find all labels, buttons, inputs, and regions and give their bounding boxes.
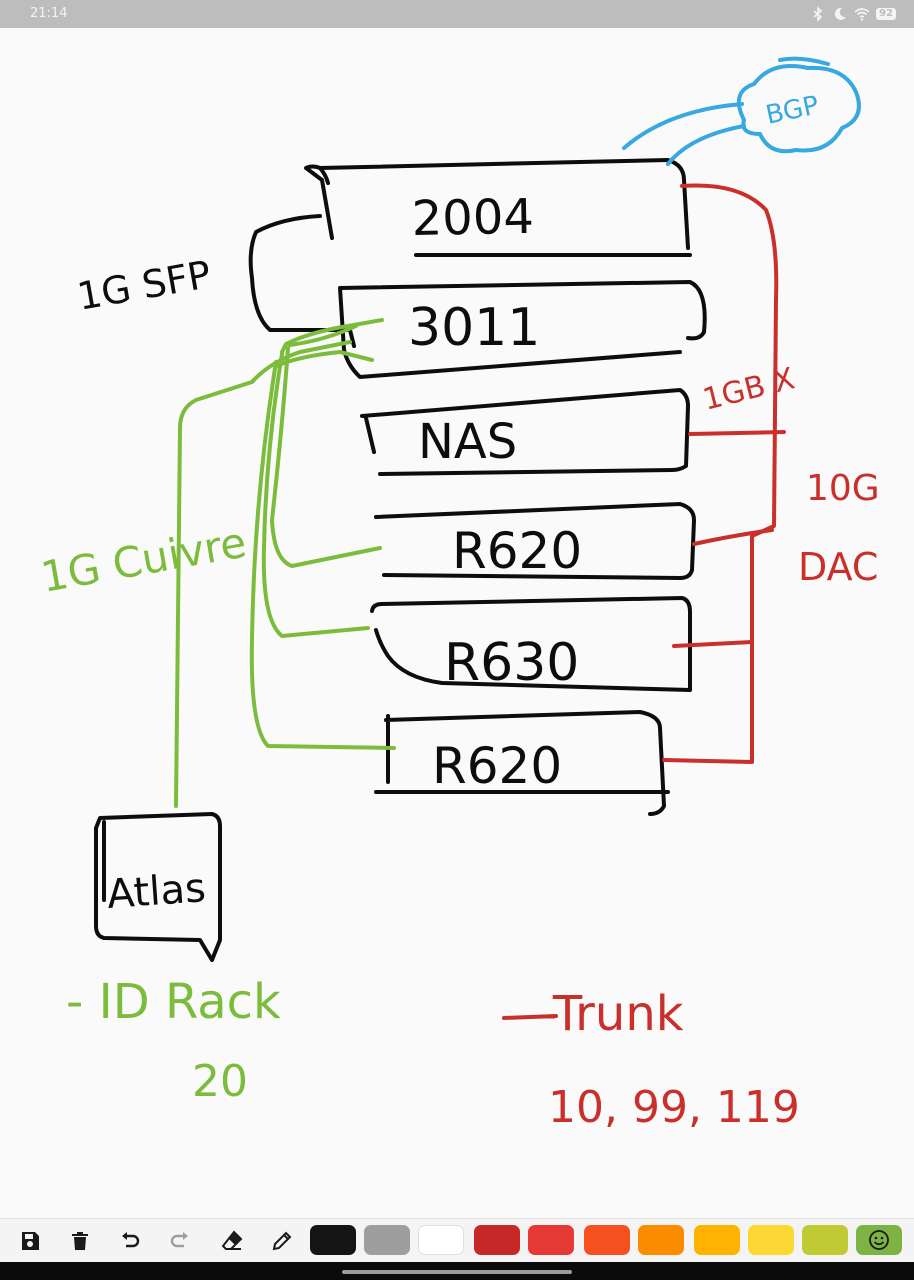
eraser-button[interactable] (216, 1225, 248, 1257)
emoji-smiley-icon (869, 1230, 889, 1250)
label-10g: 10G (806, 468, 880, 509)
device-box-r630 (370, 596, 692, 692)
device-box-2004 (304, 158, 690, 250)
green-links: 1G Cuivre (37, 318, 396, 808)
green-notes: - ID Rack 20 (66, 974, 281, 1107)
color-swatch-green[interactable] (856, 1225, 902, 1255)
device-label-r620-a: R620 (452, 522, 582, 580)
trash-icon (72, 1232, 88, 1250)
ink-layer[interactable]: 2004 3011 NAS R620 R630 R620 1G SFP BGP (0, 28, 914, 1218)
atlas-box: Atlas (94, 812, 222, 962)
color-swatch-amber[interactable] (694, 1225, 740, 1255)
device-label-r620-b: R620 (432, 737, 562, 795)
device-label-3011: 3011 (408, 298, 540, 358)
status-time: 21:14 (30, 6, 68, 21)
red-links (502, 183, 786, 1020)
redo-icon (170, 1232, 188, 1248)
bluetooth-icon (813, 6, 823, 22)
undo-icon (122, 1232, 140, 1248)
status-bar: 21:14 92 (0, 0, 914, 28)
device-label-nas: NAS (418, 414, 517, 470)
color-swatch-yellow[interactable] (748, 1225, 794, 1255)
color-swatch-white[interactable] (418, 1225, 464, 1255)
eraser-icon (221, 1230, 243, 1250)
color-swatch-dark-red[interactable] (474, 1225, 520, 1255)
system-nav-bar (0, 1262, 914, 1280)
label-id-rack: - ID Rack (66, 974, 281, 1030)
device-box-3011 (338, 280, 707, 379)
undo-button[interactable] (114, 1225, 146, 1257)
bgp-cloud: BGP (622, 56, 861, 166)
label-1g-cuivre: 1G Cuivre (37, 518, 250, 602)
redo-button[interactable] (164, 1225, 196, 1257)
drawing-canvas[interactable]: 2004 3011 NAS R620 R630 R620 1G SFP BGP (0, 28, 914, 1218)
pen-icon (272, 1231, 292, 1251)
label-trunk: -Trunk (540, 986, 684, 1042)
battery-level: 92 (876, 8, 896, 20)
color-swatch-orange[interactable] (638, 1225, 684, 1255)
save-button[interactable] (14, 1225, 46, 1257)
wifi-icon (854, 8, 870, 21)
label-1g-sfp: 1G SFP (74, 252, 214, 319)
label-vlan-list: 10, 99, 119 (548, 1082, 800, 1133)
device-connector-loop (248, 214, 356, 348)
color-swatch-lime[interactable] (802, 1225, 848, 1255)
drawing-toolbar (0, 1218, 914, 1263)
status-icons: 92 (810, 4, 896, 24)
do-not-disturb-moon-icon (834, 7, 847, 20)
color-swatch-black[interactable] (310, 1225, 356, 1255)
home-gesture-handle[interactable] (342, 1270, 572, 1274)
color-swatch-orange-red[interactable] (584, 1225, 630, 1255)
device-labels: 2004 3011 NAS R620 R630 R620 1G SFP (74, 189, 582, 795)
pen-button[interactable] (266, 1225, 298, 1257)
device-label-r630: R630 (444, 633, 579, 693)
label-dac: DAC (798, 545, 878, 589)
label-1gb: 1GB X (699, 361, 798, 417)
label-rack-number: 20 (192, 1056, 248, 1107)
save-icon (22, 1232, 39, 1250)
color-swatch-red[interactable] (528, 1225, 574, 1255)
delete-button[interactable] (64, 1225, 96, 1257)
device-label-2004: 2004 (411, 189, 534, 247)
bgp-label: BGP (763, 90, 821, 130)
atlas-label: Atlas (105, 865, 207, 918)
device-box-nas (360, 388, 690, 476)
red-notes: 1GB X 10G DAC -Trunk 10, 99, 119 (540, 361, 880, 1133)
color-swatch-gray[interactable] (364, 1225, 410, 1255)
server-stack (248, 158, 707, 816)
